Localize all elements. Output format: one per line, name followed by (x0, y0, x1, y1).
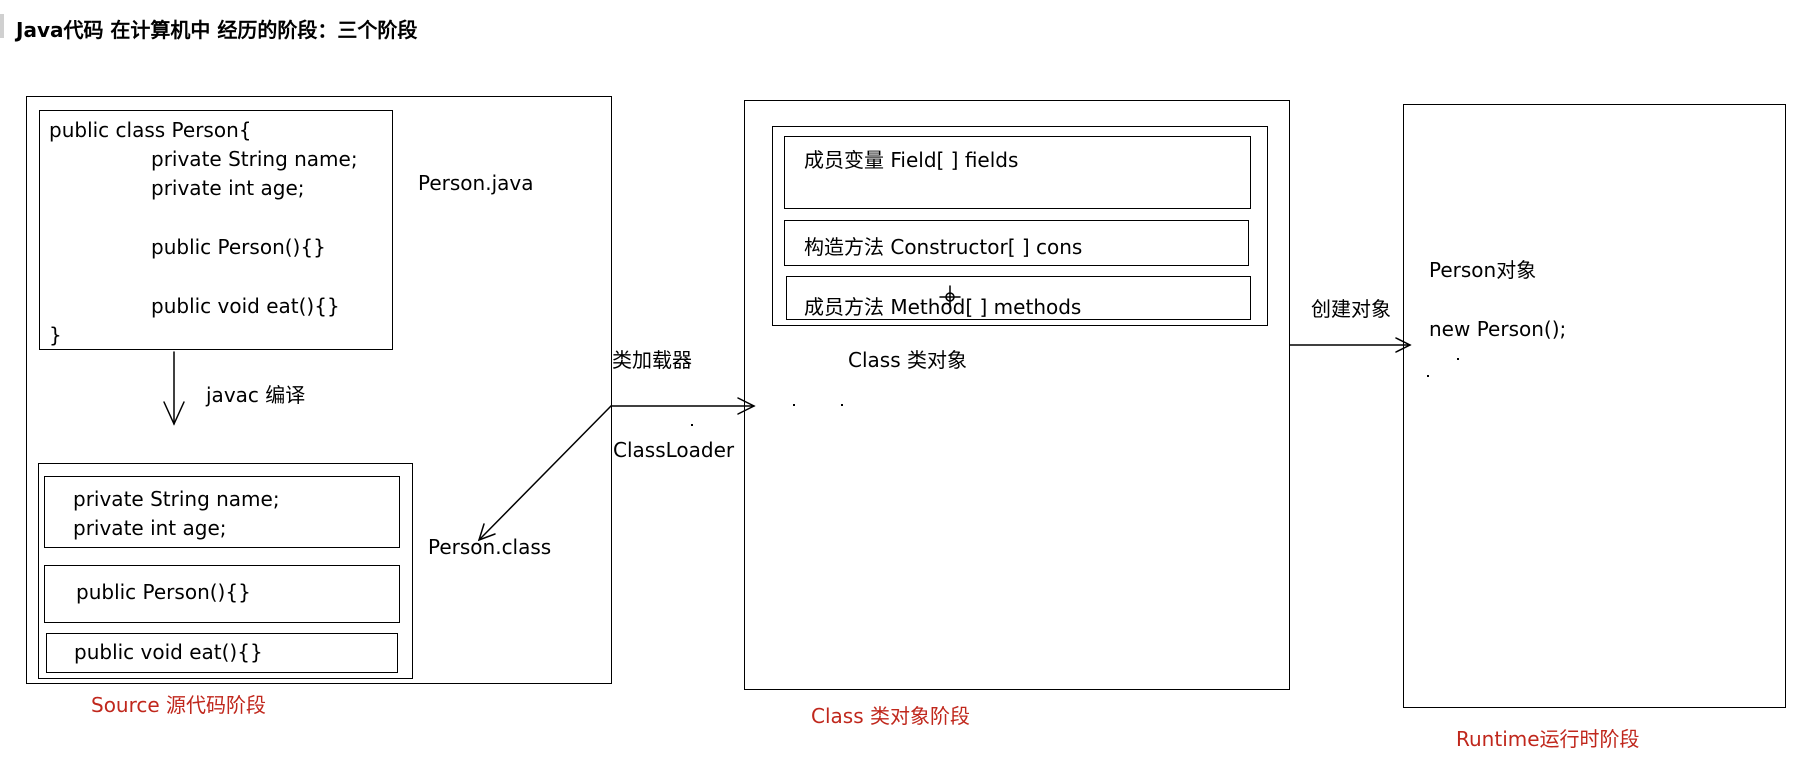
code-line-name: private String name; (151, 147, 358, 171)
class-file-link-head (477, 523, 496, 542)
create-object-label: 创建对象 (1311, 297, 1391, 321)
classloader-en-label: ClassLoader (613, 438, 735, 462)
java-source-code-box: public class Person{ private String name… (39, 110, 393, 350)
runtime-stage-label: Runtime运行时阶段 (1456, 727, 1640, 751)
class-field-name: private String name; (73, 487, 280, 511)
methods-section: 成员方法 Method[ ] methods (786, 276, 1251, 320)
class-method-section: public void eat(){} (46, 633, 398, 673)
code-line-class: public class Person{ (49, 118, 252, 142)
constructors-section: 构造方法 Constructor[ ] cons (784, 220, 1249, 266)
constructors-text: 构造方法 Constructor[ ] cons (804, 235, 1083, 259)
class-stage-label: Class 类对象阶段 (811, 704, 970, 728)
methods-text: 成员方法 Method[ ] methods (804, 295, 1082, 319)
source-stage-label: Source 源代码阶段 (91, 693, 267, 717)
runtime-stage-box (1403, 104, 1786, 708)
stray-dot (841, 404, 843, 406)
classloader-cn-label: 类加载器 (612, 348, 692, 372)
title-marker (0, 14, 4, 38)
create-object-arrow-head (1395, 337, 1412, 353)
code-line-method: public void eat(){} (151, 294, 340, 318)
runtime-new-expression: new Person(); (1429, 317, 1567, 341)
class-method-text: public void eat(){} (74, 640, 263, 664)
compile-label: javac 编译 (206, 383, 306, 407)
stray-dot (1457, 358, 1459, 360)
code-line-close: } (49, 323, 62, 347)
stray-dot (793, 404, 795, 406)
compile-arrow-head (163, 401, 185, 426)
page-title: Java代码 在计算机中 经历的阶段：三个阶段 (16, 18, 418, 42)
code-line-age: private int age; (151, 176, 305, 200)
runtime-object-label: Person对象 (1429, 258, 1537, 282)
class-constructor-text: public Person(){} (76, 580, 251, 604)
stray-dot (1427, 375, 1429, 377)
class-file-link (478, 405, 612, 541)
stray-dot (691, 424, 693, 426)
class-field-age: private int age; (73, 516, 227, 540)
code-line-constructor: public Person(){} (151, 235, 326, 259)
class-fields-section: private String name; private int age; (44, 476, 400, 548)
classloader-arrow-head (737, 397, 756, 415)
class-file-label: Person.class (428, 535, 552, 559)
fields-text: 成员变量 Field[ ] fields (804, 148, 1019, 172)
java-file-label: Person.java (418, 171, 534, 195)
class-object-label: Class 类对象 (848, 348, 967, 372)
fields-section: 成员变量 Field[ ] fields (784, 136, 1251, 209)
class-constructor-section: public Person(){} (44, 565, 400, 623)
